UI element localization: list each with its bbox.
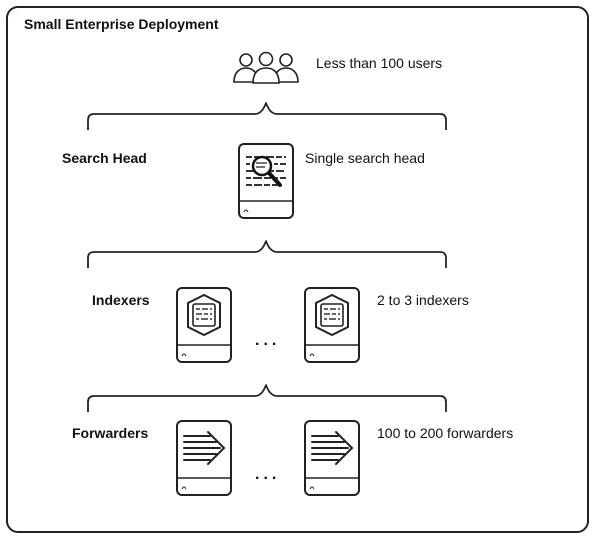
forwarders-ellipsis: ... — [255, 466, 281, 483]
brace-search-head — [87, 102, 447, 130]
users-label: Less than 100 users — [316, 55, 443, 71]
brace-indexers — [87, 240, 447, 268]
tier-desc-search-head: Single search head — [305, 150, 425, 166]
tier-desc-indexers: 2 to 3 indexers — [377, 292, 469, 308]
tier-label-indexers: Indexers — [92, 292, 150, 308]
tier-label-forwarders: Forwarders — [72, 425, 149, 441]
tier-label-search-head: Search Head — [62, 150, 147, 166]
tier-desc-forwarders: 100 to 200 forwarders — [377, 425, 514, 441]
users-icon — [233, 51, 299, 84]
forwarder-server-icon — [176, 420, 232, 496]
indexer-server-icon — [304, 287, 360, 363]
diagram-title: Small Enterprise Deployment — [24, 16, 219, 32]
indexer-server-icon — [176, 287, 232, 363]
indexers-ellipsis: ... — [255, 332, 281, 349]
diagram-frame — [6, 6, 589, 533]
search-head-server-icon — [238, 143, 294, 219]
forwarder-server-icon — [304, 420, 360, 496]
brace-forwarders — [87, 384, 447, 412]
